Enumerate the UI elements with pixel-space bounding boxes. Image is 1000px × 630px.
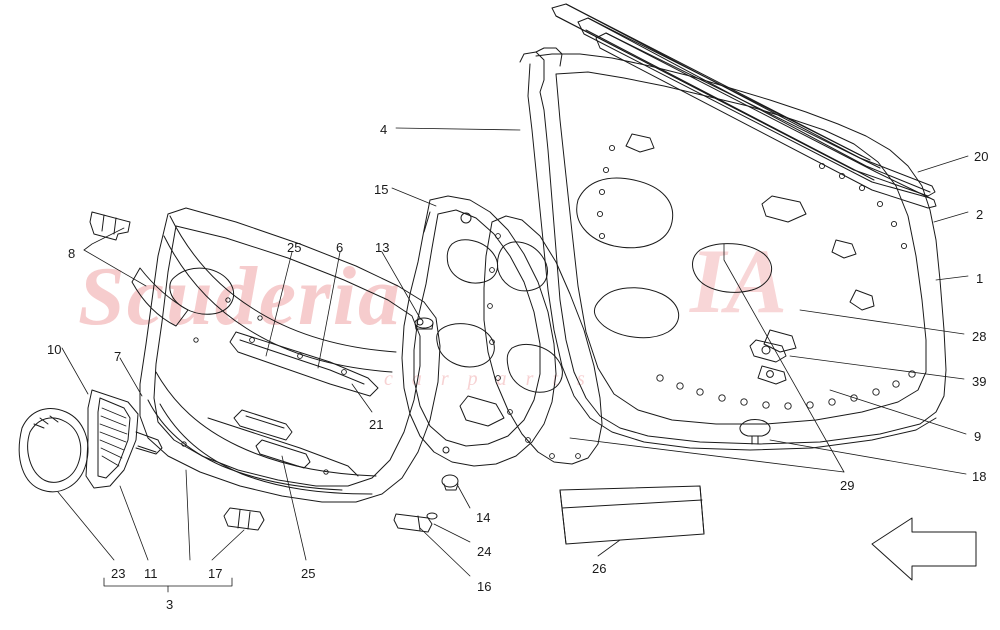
callout-17: 17 xyxy=(208,566,223,581)
callout-21: 21 xyxy=(369,417,384,432)
callout-15: 15 xyxy=(374,182,389,197)
callout-1: 1 xyxy=(976,271,984,286)
callout-16: 16 xyxy=(477,579,492,594)
callout-18: 18 xyxy=(972,469,987,484)
callout-2: 2 xyxy=(976,207,984,222)
callout-3: 3 xyxy=(166,597,174,612)
callout-6: 6 xyxy=(336,240,344,255)
callout-4: 4 xyxy=(380,122,388,137)
callout-20: 20 xyxy=(974,149,989,164)
callout-11: 11 xyxy=(144,566,158,581)
callout-9: 9 xyxy=(974,429,982,444)
callout-10: 10 xyxy=(47,342,62,357)
callout-29: 29 xyxy=(840,478,855,493)
callout-24: 24 xyxy=(477,544,492,559)
callout-26: 26 xyxy=(592,561,607,576)
callout-25-upper: 25 xyxy=(287,240,302,255)
callout-25-lower: 25 xyxy=(301,566,316,581)
callout-8: 8 xyxy=(68,246,76,261)
callout-23: 23 xyxy=(111,566,126,581)
callout-39: 39 xyxy=(972,374,987,389)
callout-7: 7 xyxy=(114,349,122,364)
callout-28: 28 xyxy=(972,329,987,344)
callout-14: 14 xyxy=(476,510,491,525)
callout-13: 13 xyxy=(375,240,390,255)
